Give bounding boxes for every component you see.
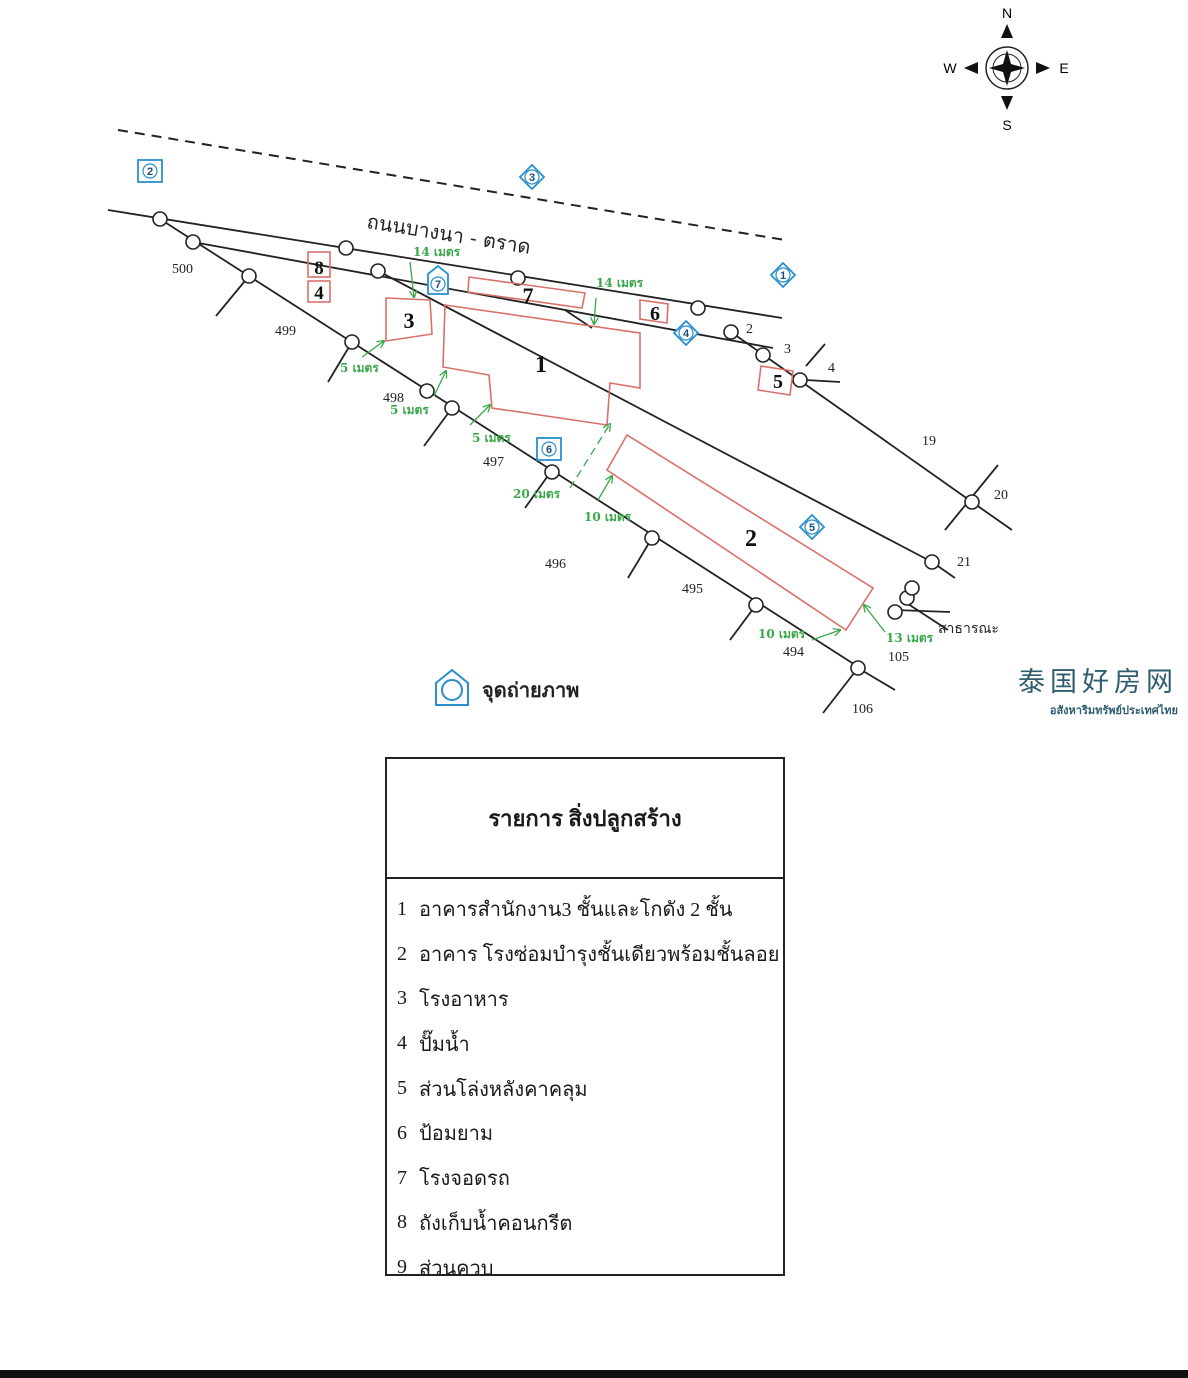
parcel-20: 20 xyxy=(994,488,1008,503)
building-3 xyxy=(385,297,433,342)
svg-text:6: 6 xyxy=(546,444,552,456)
distance-14m-b: 14 เมตร xyxy=(596,276,644,290)
distance-13m: 13 เมตร xyxy=(886,631,934,645)
building-8 xyxy=(307,251,331,278)
building-1-label: 1 xyxy=(535,352,547,378)
compass-e: E xyxy=(1059,60,1068,76)
parcel-497: 497 xyxy=(483,455,504,470)
svg-text:2: 2 xyxy=(147,166,153,178)
photo-point-legend: จุดถ่ายภาพ xyxy=(435,668,579,706)
parcel-494: 494 xyxy=(783,645,804,660)
svg-text:4: 4 xyxy=(683,328,690,340)
building-2-label: 2 xyxy=(745,526,757,552)
photo-point-4-icon: 4 xyxy=(672,319,700,347)
building-7-label: 7 xyxy=(523,283,534,308)
photo-point-legend-icon xyxy=(435,668,469,706)
photo-point-5-icon: 5 xyxy=(798,513,826,541)
brand-th-text: อสังหาริมทรัพย์ประเทศไทย xyxy=(1049,704,1178,717)
svg-text:3: 3 xyxy=(529,172,535,184)
building-5 xyxy=(757,365,794,396)
compass-s: S xyxy=(1002,117,1011,133)
parcel-4: 4 xyxy=(828,361,835,376)
building-8-label: 8 xyxy=(314,258,324,279)
photo-point-2-icon: 2 xyxy=(137,159,163,183)
building-4-label: 4 xyxy=(314,283,324,304)
brand-cn-text: 泰国好房网 xyxy=(1018,667,1178,698)
survey-markers xyxy=(152,211,980,676)
distance-10m-a: 10 เมตร xyxy=(584,510,632,524)
parcel-19: 19 xyxy=(922,434,936,449)
brand-watermark: 泰国好房网 อสังหาริมทรัพย์ประเทศไทย xyxy=(1018,660,1178,719)
buildings xyxy=(307,251,875,632)
distance-20m: 20 เมตร xyxy=(513,487,561,501)
building-3-label: 3 xyxy=(404,308,415,333)
parcel-496: 496 xyxy=(545,557,566,572)
compass-n: N xyxy=(1002,5,1012,21)
svg-text:5: 5 xyxy=(809,522,815,534)
photo-point-3-icon: 3 xyxy=(518,163,546,191)
bottom-bar xyxy=(0,1370,1188,1378)
parcel-3: 3 xyxy=(784,342,791,357)
parcel-499: 499 xyxy=(275,324,296,339)
compass-rose-icon: N S E W xyxy=(943,5,1068,133)
building-2 xyxy=(605,433,875,632)
parcel-105: 105 xyxy=(888,650,909,665)
parcel-2: 2 xyxy=(746,322,753,337)
parcel-495: 495 xyxy=(682,582,703,597)
photo-point-7-icon: 7 xyxy=(427,264,449,295)
distance-10m-b: 10 เมตร xyxy=(758,627,806,641)
building-6-label: 6 xyxy=(650,303,660,325)
photo-point-1-icon: 1 xyxy=(769,261,797,289)
distance-14m-a: 14 เมตร xyxy=(413,245,461,259)
parcel-106: 106 xyxy=(852,702,873,717)
building-7 xyxy=(467,276,586,309)
building-6 xyxy=(639,299,669,324)
compass-w: W xyxy=(943,60,957,76)
building-4 xyxy=(307,280,331,303)
distance-arrows xyxy=(361,261,886,641)
distance-5m-c: 5 เมตร xyxy=(472,431,511,445)
parcel-21: 21 xyxy=(957,555,971,570)
svg-text:1: 1 xyxy=(780,270,786,282)
building-5-label: 5 xyxy=(773,371,783,393)
site-plan-map: N S E W xyxy=(107,5,1069,717)
property-lines xyxy=(107,209,1013,714)
legend-title: รายการ สิ่งปลูกสร้าง xyxy=(387,759,783,879)
photo-point-legend-label: จุดถ่ายภาพ xyxy=(482,678,579,703)
distance-5m-b: 5 เมตร xyxy=(390,403,429,417)
svg-text:7: 7 xyxy=(435,279,441,291)
photo-point-6-icon: 6 xyxy=(536,437,562,461)
road-dashed-line xyxy=(117,129,786,241)
distance-5m-a: 5 เมตร xyxy=(340,361,379,375)
public-way-label: สาธารณะ xyxy=(938,622,999,637)
parcel-498: 498 xyxy=(383,391,404,406)
parcel-500: 500 xyxy=(172,262,193,277)
